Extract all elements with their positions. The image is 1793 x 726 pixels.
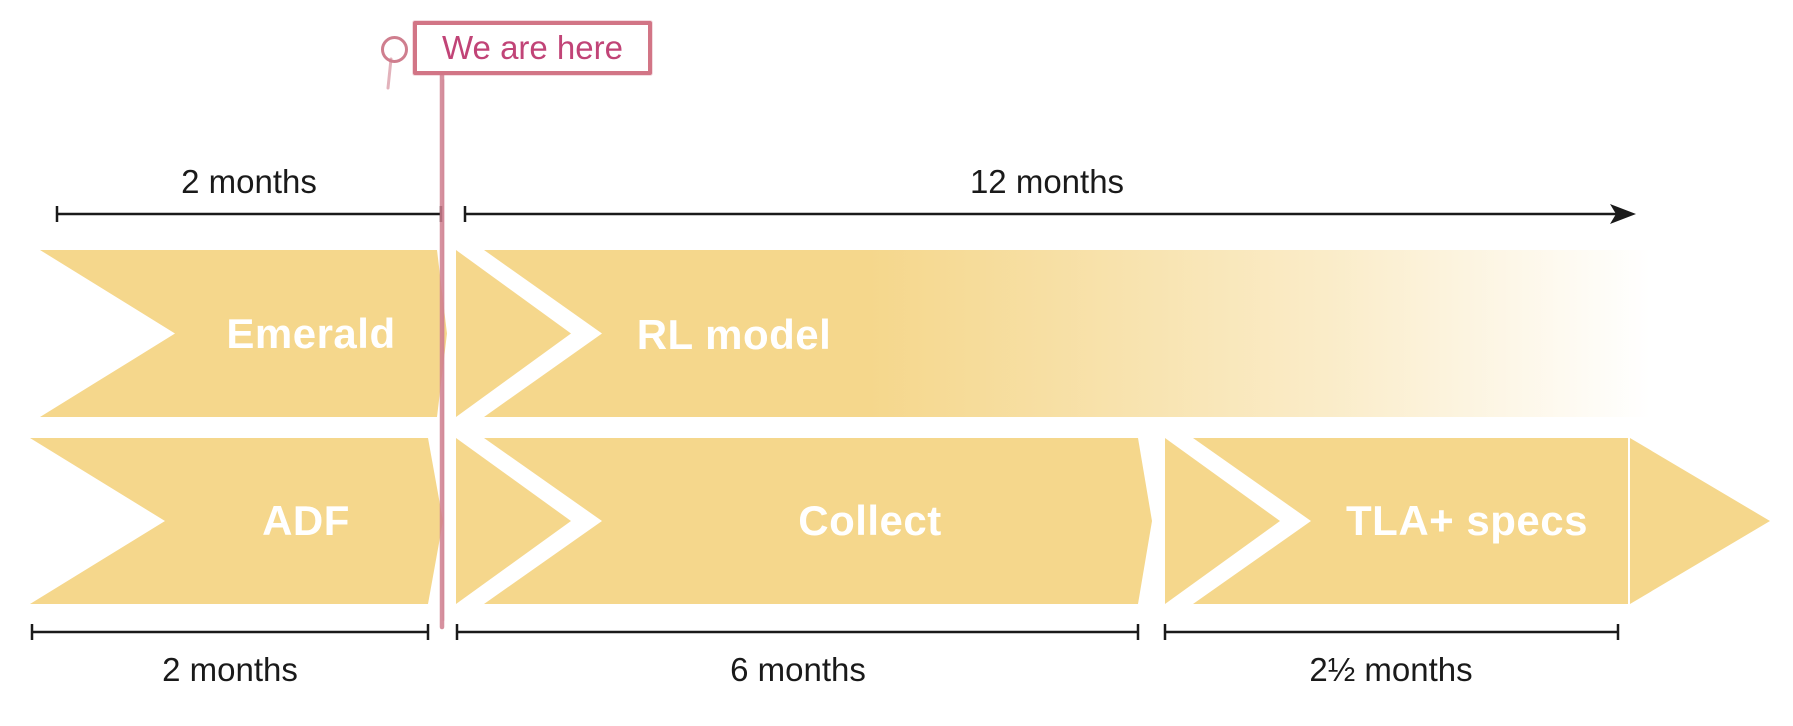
dimension-line-bottom-left: [30, 624, 430, 640]
segment-label-collect: Collect: [798, 497, 942, 544]
we-are-here-line: [386, 27, 445, 630]
bar-emerald: [40, 250, 447, 417]
duration-label-bottom-middle: 6 months: [730, 651, 866, 688]
segment-label-emerald: Emerald: [226, 310, 396, 357]
segment-label-adf: ADF: [262, 497, 350, 544]
dimension-line-bottom-middle: [455, 624, 1140, 640]
dimension-line-top-right: [463, 206, 1622, 222]
bar-tla-specs-arrowhead: [1630, 438, 1770, 604]
bar-tla-specs-head-triangle: [1165, 438, 1280, 604]
pin-circle-icon: [381, 36, 408, 63]
dimension-line-bottom-right: [1163, 624, 1620, 640]
duration-label-bottom-right: 2½ months: [1309, 651, 1473, 688]
bar-adf: [30, 438, 443, 604]
duration-label-bottom-left: 2 months: [162, 651, 298, 688]
dimension-line-top-left: [55, 206, 443, 222]
bar-rl-model-head-triangle: [456, 250, 571, 417]
duration-label-top-right: 12 months: [969, 163, 1125, 200]
dimension-arrowhead-icon: [1610, 204, 1636, 224]
bar-collect-body: [484, 438, 1152, 604]
bar-rl-model-body: [484, 250, 1650, 417]
segment-label-rl-model: RL model: [636, 311, 832, 358]
duration-label-top-left: 2 months: [181, 163, 317, 200]
segment-label-tla-specs: TLA+ specs: [1346, 497, 1588, 544]
bar-tla-specs-body: [1193, 438, 1628, 604]
bar-collect-head-triangle: [456, 438, 571, 604]
we-are-here-flag: We are here: [413, 21, 652, 75]
